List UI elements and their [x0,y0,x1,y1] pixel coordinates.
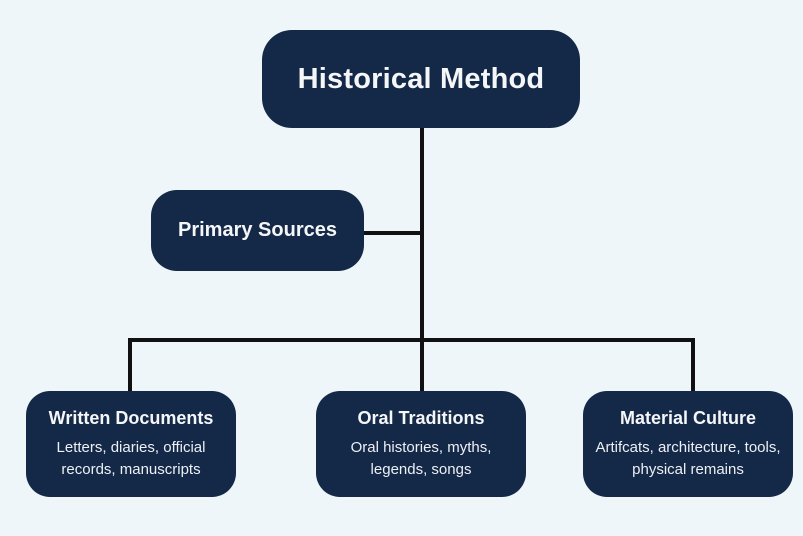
node-title: Historical Method [297,62,545,95]
node-title: Oral Traditions [357,407,485,428]
node-written-documents: Written Documents Letters, diaries, offi… [26,391,236,497]
connector-root-vertical [420,128,424,391]
node-title: Material Culture [619,407,757,428]
node-primary-sources: Primary Sources [151,190,364,271]
connector-children-horizontal [128,338,695,342]
node-title: Written Documents [48,407,214,428]
connector-primary-sources-horizontal [364,231,422,235]
node-description: Letters, diaries, official records, manu… [56,438,206,478]
node-oral-traditions: Oral Traditions Oral histories, myths, l… [316,391,526,497]
node-title: Primary Sources [178,219,337,241]
node-description: Artifcats, architecture, tools, physical… [595,438,781,478]
connector-material-culture-drop [691,338,695,391]
node-material-culture: Material Culture Artifcats, architecture… [583,391,793,497]
connector-written-documents-drop [128,338,132,393]
node-description: Oral histories, myths, legends, songs [350,438,492,478]
node-historical-method: Historical Method [262,30,580,128]
